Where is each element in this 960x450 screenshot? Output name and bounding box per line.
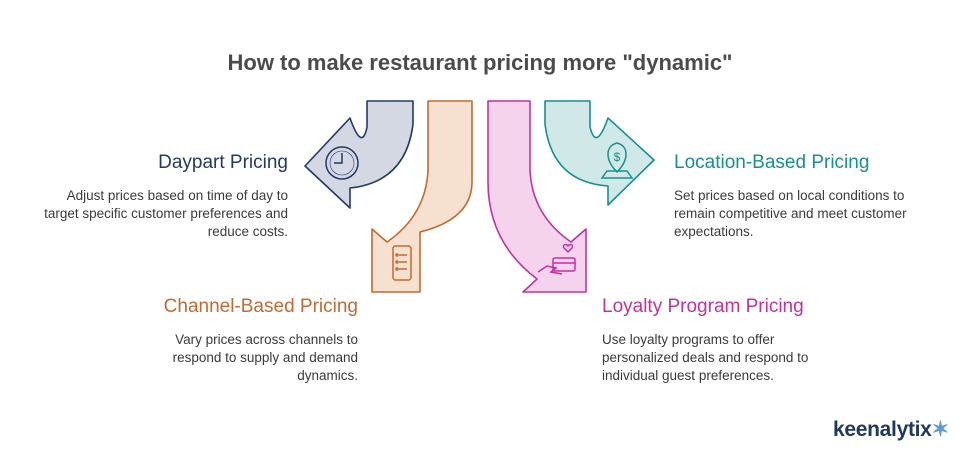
clock-icon	[325, 146, 359, 180]
sparkle-icon: ✶	[931, 418, 950, 441]
brand-name: keenalytix	[833, 418, 932, 441]
location-pin-dollar-icon: $	[600, 142, 634, 179]
loyalty-description: Use loyalty programs to offer personaliz…	[602, 332, 809, 383]
brand-logo: keenalytix✶	[833, 417, 949, 442]
loyalty-arrow	[487, 100, 587, 293]
location-arrow	[544, 100, 655, 206]
location-description: Set prices based on local conditions to …	[674, 188, 907, 239]
card-payment-icon	[537, 243, 576, 275]
loyalty-heading: Loyalty Program Pricing	[602, 296, 804, 317]
daypart-heading: Daypart Pricing	[158, 152, 288, 173]
location-heading: Location-Based Pricing	[674, 152, 870, 173]
daypart-description: Adjust prices based on time of day to ta…	[44, 188, 288, 239]
svg-text:$: $	[614, 150, 621, 164]
channel-arrow	[371, 100, 473, 293]
mobile-menu-icon	[392, 245, 412, 281]
daypart-arrow	[304, 100, 414, 209]
channel-description: Vary prices across channels to respond t…	[172, 332, 358, 383]
channel-heading: Channel-Based Pricing	[163, 296, 358, 317]
page-title: How to make restaurant pricing more "dyn…	[227, 50, 733, 75]
